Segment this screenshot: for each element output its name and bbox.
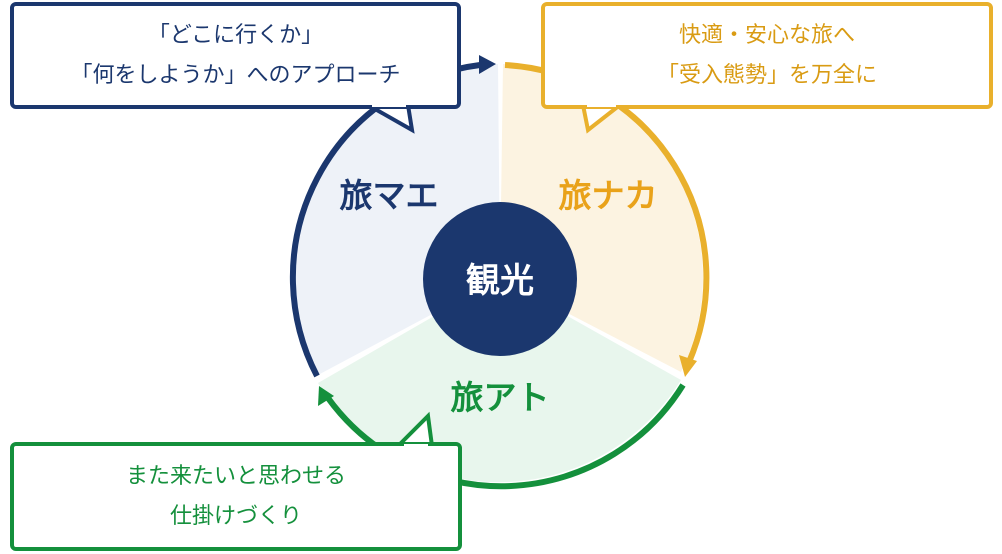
callout-naka-line2: 「受入態勢」を万全に (656, 62, 877, 88)
callout-ato-tail-join (404, 444, 428, 450)
callout-ato-line2: 仕掛けづくり (169, 503, 302, 529)
callout-mae: 「どこに行くか」 「何をしようか」へのアプローチ (10, 2, 461, 109)
segment-mae-label: 旅マエ (340, 176, 439, 215)
segment-ato-label: 旅アト (451, 378, 550, 417)
callout-naka: 快適・安心な旅へ 「受入態勢」を万全に (541, 2, 993, 109)
callout-ato: また来たいと思わせる 仕掛けづくり (10, 442, 462, 551)
center-circle (423, 202, 577, 356)
callout-mae-tail-join (372, 101, 406, 107)
arrowhead-ato-icon (318, 386, 334, 406)
callout-naka-tail-join (587, 101, 616, 107)
arrowhead-naka-icon (679, 355, 697, 377)
arrowhead-mae-icon (479, 55, 496, 74)
segment-naka-label: 旅ナカ (559, 176, 658, 215)
callout-ato-line1: また来たいと思わせる (125, 463, 346, 489)
callout-mae-line1: 「どこに行くか」 (147, 22, 324, 48)
center-label: 観光 (466, 261, 534, 301)
segment-ato-sector (318, 278, 681, 483)
callout-mae-line2: 「何をしようか」へのアプローチ (70, 62, 401, 88)
callout-naka-line1: 快適・安心な旅へ (678, 22, 855, 48)
